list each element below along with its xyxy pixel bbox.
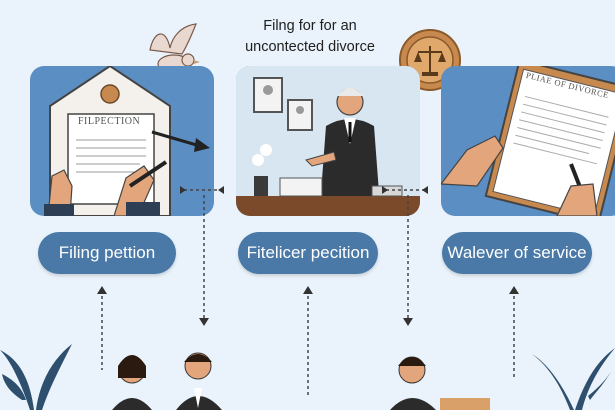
diagram-title: Filng for for an uncontected divorce — [215, 16, 405, 58]
arrow-right-icon — [151, 130, 210, 152]
person-icon — [390, 356, 490, 410]
plant-icon — [0, 344, 72, 410]
plant-icon-right — [532, 348, 615, 410]
title-line-2: uncontected divorce — [245, 39, 375, 55]
step-2-panel — [236, 66, 420, 216]
bottom-illustration — [0, 344, 615, 410]
step-1-label: Filing pettion — [38, 232, 176, 274]
step-2-label: Fitelicer pecition — [238, 232, 378, 274]
couple-icon — [112, 352, 222, 410]
step-3-label: Walever of service — [442, 232, 592, 274]
petition-doc-text: FILPECTION — [78, 116, 141, 127]
step-3-panel: PLIAE OF DIVORCE — [441, 66, 615, 216]
house-document-icon — [44, 66, 171, 216]
lawyer-desk-icon — [236, 66, 420, 216]
clipboard-signing-icon — [441, 66, 615, 216]
title-line-1: Filng for for an — [263, 18, 357, 34]
